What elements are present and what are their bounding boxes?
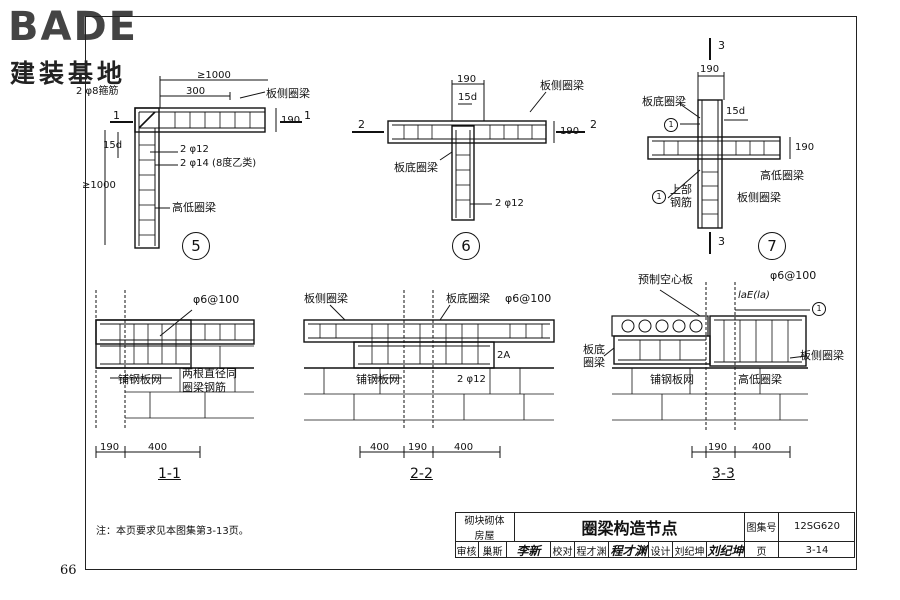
logo-latin: BADE xyxy=(8,4,138,50)
page-note: 注：本页要求见本图集第3-13页。 xyxy=(96,526,249,537)
detail-5-number: 5 xyxy=(182,232,210,260)
s3-bottom-beam-a: 板底 xyxy=(583,343,605,356)
s2-dim-400b: 400 xyxy=(454,442,474,453)
d7-circle-1-lower: 1 xyxy=(652,190,666,204)
d5-side-beam-label: 板侧圈梁 xyxy=(266,87,310,100)
d5-high-low-beam: 高低圈梁 xyxy=(172,201,216,214)
d7-bars-label: 钢筋 xyxy=(670,196,692,209)
tb-review-label: 审核 xyxy=(455,542,479,558)
detail-6-drawing xyxy=(352,80,585,221)
s2-mesh-label: 铺钢板网 xyxy=(356,373,400,386)
tb-page-label: 页 xyxy=(745,542,779,558)
d5-sec-mark-left: 1 xyxy=(113,109,120,122)
tb-category-b: 房屋 xyxy=(474,530,495,542)
s3-bottom-beam-b: 圈梁 xyxy=(583,356,605,369)
d7-circle-1-upper: 1 xyxy=(664,118,678,132)
s2-bottom-beam-label: 板底圈梁 xyxy=(446,292,490,305)
s3-high-low-beam: 高低圈梁 xyxy=(738,373,782,386)
section-3-3-drawing xyxy=(603,282,810,458)
tb-review-signature: 李新 xyxy=(507,542,551,558)
detail-7-number: 7 xyxy=(758,232,786,260)
s3-circle-1: 1 xyxy=(812,302,826,316)
d7-dim-15d: 15d xyxy=(726,106,746,117)
s2-phi6-label: φ6@100 xyxy=(505,292,552,305)
tb-page-value: 3-14 xyxy=(805,544,829,556)
s3-hollow-slab-label: 预制空心板 xyxy=(638,273,693,286)
s3-side-beam-label: 板侧圈梁 xyxy=(800,349,844,362)
tb-design-label: 设计 xyxy=(649,542,673,558)
page-number: 66 xyxy=(60,563,77,578)
tb-design-signature: 刘纪坤 xyxy=(707,542,745,558)
d6-sec-mark-left: 2 xyxy=(358,118,365,131)
drawing-frame xyxy=(85,16,857,570)
d6-side-beam-label: 板侧圈梁 xyxy=(540,79,584,92)
d5-len-300: 300 xyxy=(186,86,206,97)
d7-upper-label: 上部 xyxy=(670,183,692,196)
detail-5-drawing xyxy=(104,76,302,249)
s1-two-bars-label: 两根直径同 xyxy=(182,367,237,380)
s1-dim-190: 190 xyxy=(100,442,120,453)
logo: BADE 建装基地 xyxy=(8,4,188,88)
detail-7-drawing xyxy=(647,38,791,254)
section-2-2-title: 2-2 xyxy=(410,466,433,482)
d7-side-beam-label: 板侧圈梁 xyxy=(737,191,781,204)
d5-dim-15d: 15d xyxy=(103,140,123,151)
tb-atlas-label: 图集号 xyxy=(745,512,779,542)
s1-dim-400: 400 xyxy=(148,442,168,453)
s3-phi6-label: φ6@100 xyxy=(770,269,817,282)
s1-same-bars-label: 圈梁钢筋 xyxy=(182,381,226,394)
section-1-1-drawing xyxy=(95,290,255,458)
s2-tag-2a: 2A xyxy=(497,350,511,361)
d7-dim-190: 190 xyxy=(700,64,720,75)
section-3-3-title: 3-3 xyxy=(712,466,735,482)
tb-title: 圈梁构造节点 xyxy=(515,512,745,542)
d7-bottom-beam-label: 板底圈梁 xyxy=(642,95,686,108)
d7-high-low-beam: 高低圈梁 xyxy=(760,169,804,182)
d7-sec-mark-bottom: 3 xyxy=(718,235,725,248)
tb-category: 砌块砌体 房屋 xyxy=(455,512,515,542)
tb-check-label: 校对 xyxy=(551,542,575,558)
d7-dim-190-side: 190 xyxy=(795,142,815,153)
d5-dim-190: 190 xyxy=(281,115,301,126)
logo-cjk: 建装基地 xyxy=(10,59,127,88)
d6-bottom-beam-label: 板底圈梁 xyxy=(394,161,438,174)
d5-len-1000-top: ≥1000 xyxy=(197,70,231,81)
d5-bar-2phi12: 2 φ12 xyxy=(180,144,209,155)
tb-check-signature: 程才渊 xyxy=(609,542,649,558)
d5-sec-mark-right: 1 xyxy=(304,109,311,122)
d6-dim-190-side: 190 xyxy=(560,126,580,137)
d5-stirrup-label: 2 φ8箍筋 xyxy=(76,86,119,97)
s3-dim-400: 400 xyxy=(752,442,772,453)
s2-bar-2phi12: 2 φ12 xyxy=(457,374,486,385)
d5-len-1000-side: ≥1000 xyxy=(82,180,116,191)
d6-dim-15d: 15d xyxy=(458,92,478,103)
title-block-border xyxy=(455,512,855,558)
d6-dim-190: 190 xyxy=(457,74,477,85)
tb-category-a: 砌块砌体 xyxy=(464,515,505,527)
s2-side-beam-label: 板侧圈梁 xyxy=(304,292,348,305)
s3-mesh-label: 铺钢板网 xyxy=(650,373,694,386)
d6-bar-2phi12: 2 φ12 xyxy=(495,198,524,209)
d7-sec-mark-top: 3 xyxy=(718,39,725,52)
tb-checker: 程才渊 xyxy=(575,542,609,558)
section-2-2-drawing xyxy=(303,290,555,458)
tb-reviewer: 巢斯 xyxy=(479,542,507,558)
s3-lae-label: laE(la) xyxy=(738,290,770,301)
s2-dim-190: 190 xyxy=(408,442,428,453)
detail-6-number: 6 xyxy=(452,232,480,260)
title-block: 砌块砌体 房屋 圈梁构造节点 图集号 12SG620 审核 巢斯 李新 校对 程… xyxy=(455,512,855,558)
section-1-1-title: 1-1 xyxy=(158,466,181,482)
s1-phi6-label: φ6@100 xyxy=(193,293,240,306)
s3-dim-190: 190 xyxy=(708,442,728,453)
s2-dim-400a: 400 xyxy=(370,442,390,453)
d5-bar-2phi14: 2 φ14 (8度乙类) xyxy=(180,158,257,169)
tb-atlas-value: 12SG620 xyxy=(779,512,855,542)
d6-sec-mark-right: 2 xyxy=(590,118,597,131)
s1-mesh-label: 铺钢板网 xyxy=(118,373,162,386)
tb-designer: 刘纪坤 xyxy=(673,542,707,558)
